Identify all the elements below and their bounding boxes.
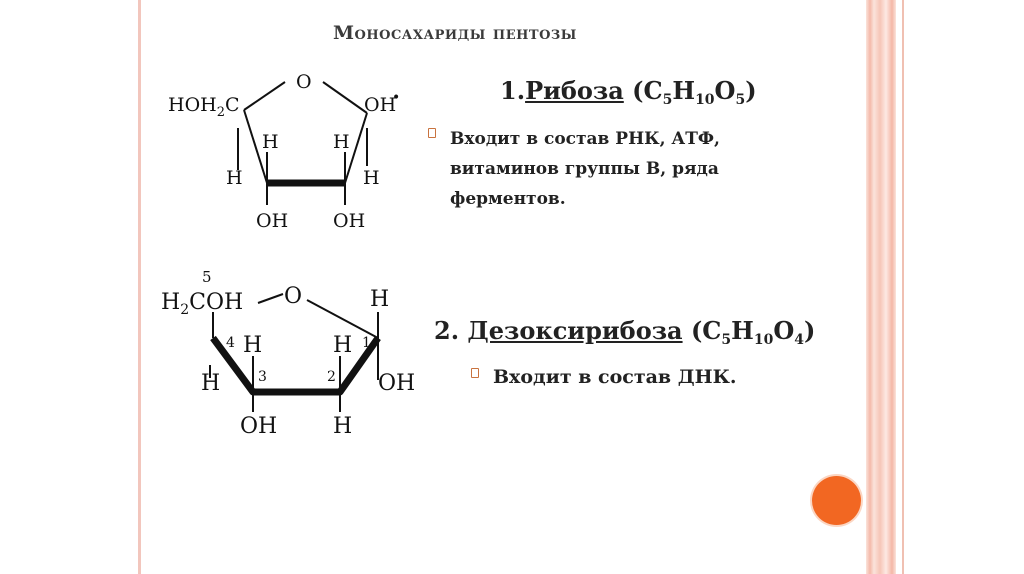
ribose-name: Рибоза (525, 76, 624, 105)
bond (257, 293, 284, 304)
slide-title: Моносахариды пентозы (333, 22, 577, 44)
left-frame-line (138, 0, 141, 574)
ribose-structure: O HOH2C OH • H H H H OH OH (168, 71, 400, 232)
oh-label: OH (333, 210, 365, 232)
ribose-c5-group: HOH2C (168, 94, 240, 120)
h-label: H (333, 414, 352, 439)
carbon-number: 4 (226, 335, 235, 351)
deoxyribose-bullet-text: Входит в состав ДНК. (493, 366, 737, 388)
ribose-number: 1. (500, 76, 526, 105)
ribose-bullet-text: Входит в состав РНК, АТФ, витаминов груп… (450, 129, 720, 209)
deoxyribose-number: 2. (434, 316, 468, 345)
bullet-icon (428, 128, 436, 138)
ribose-heading: 1.Рибоза (C5H10O5) (500, 76, 757, 108)
carbon-number: 3 (258, 369, 267, 385)
carbon-number: 5 (202, 268, 212, 286)
ring-oxygen: O (284, 284, 302, 309)
h-label: H (370, 287, 389, 312)
bond (243, 109, 268, 184)
deoxyribose-structure: 5 H2COH O H 4 H H 1 H 3 2 OH OH H (161, 268, 415, 439)
h-label: H (226, 167, 243, 189)
deoxyribose-formula: (C5H10O4) (690, 316, 816, 348)
orange-circle-decoration (812, 476, 861, 525)
ring-oxygen: O (296, 71, 312, 93)
bond (344, 112, 368, 184)
ribose-c1-oh: OH (364, 94, 396, 116)
carbon-number: 2 (327, 369, 336, 385)
deoxyribose-c5-group: H2COH (161, 290, 243, 318)
deoxyribose-heading: 2. Дезоксирибоза (C5H10O4) (434, 316, 815, 348)
ribose-c1-mark: • (392, 90, 400, 106)
right-frame-line (902, 0, 904, 574)
h-label: H (243, 333, 262, 358)
h-label: H (333, 333, 352, 358)
bond (306, 299, 379, 339)
carbon-number: 1 (362, 335, 371, 351)
oh-label: OH (378, 371, 415, 396)
bond (322, 81, 368, 114)
h-label: H (201, 371, 220, 396)
oh-label: OH (256, 210, 288, 232)
oh-label: OH (240, 414, 277, 439)
ribose-bullet: Входит в состав РНК, АТФ, витаминов груп… (428, 124, 808, 214)
deoxyribose-name: Дезоксирибоза (467, 316, 683, 345)
deoxyribose-bullet: Входит в состав ДНК. (471, 364, 831, 390)
right-frame-band (866, 0, 896, 574)
h-label: H (333, 131, 350, 153)
bond (243, 81, 286, 111)
ribose-formula: (C5H10O5) (632, 76, 757, 108)
h-label: H (363, 167, 380, 189)
bullet-icon (471, 368, 479, 378)
ring-front-bonds (210, 335, 381, 396)
h-label: H (262, 131, 279, 153)
